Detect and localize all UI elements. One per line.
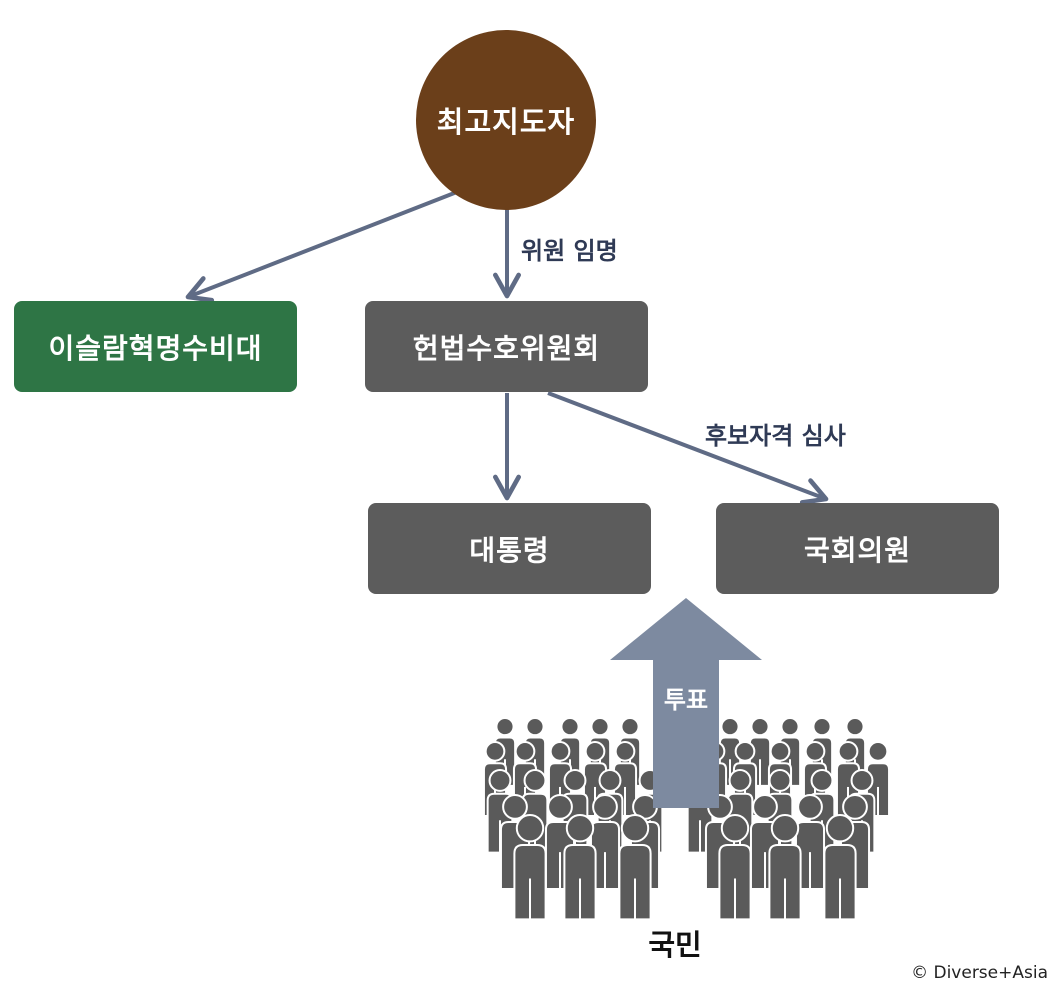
copyright-credit: © Diverse+Asia: [911, 963, 1048, 983]
revolutionary-guard-node: 이슬람혁명수비대: [14, 301, 297, 392]
appoint-members-label: 위원 임명: [521, 237, 618, 265]
connector-leader-to-guard: [185, 188, 463, 303]
candidate-vetting-label: 후보자격 심사: [705, 422, 846, 450]
parliament-node: 국회의원: [716, 503, 999, 594]
people-label: 국민: [648, 928, 702, 962]
president-node: 대통령: [368, 503, 651, 594]
vote-arrow: [610, 598, 762, 808]
supreme-leader-node: 최고지도자: [416, 30, 596, 210]
connector-council-to-parliament: [547, 391, 829, 505]
vote-label: 투표: [663, 686, 709, 714]
guardian-council-node: 헌법수호위원회: [365, 301, 648, 392]
